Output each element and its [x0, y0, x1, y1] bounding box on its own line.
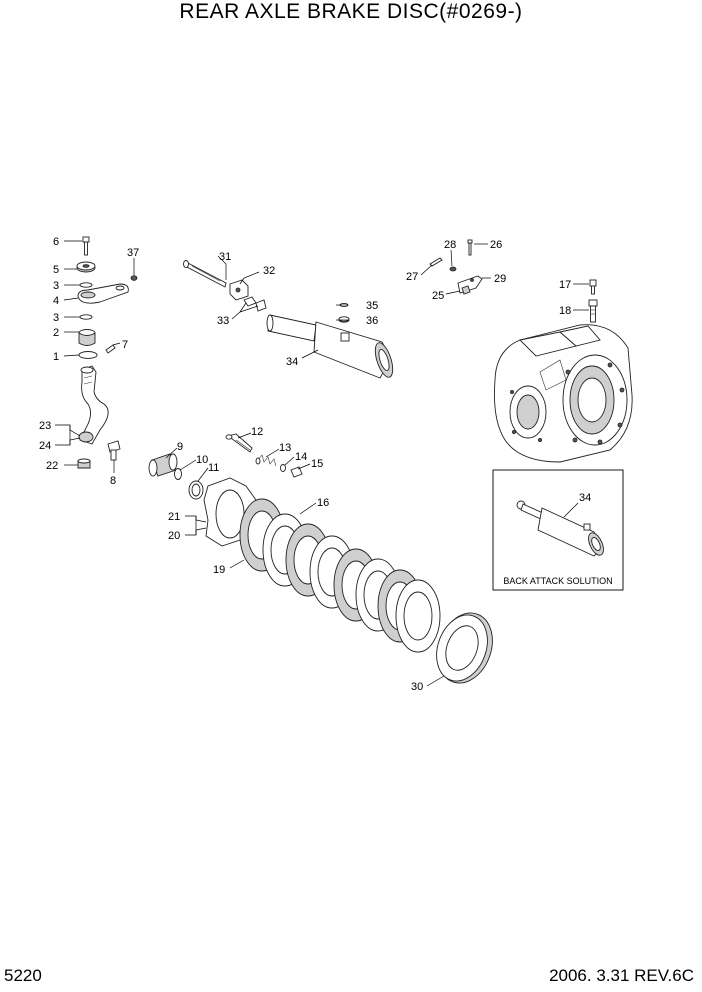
part-label-4: 4: [53, 295, 59, 307]
part-label-3a: 3: [53, 280, 59, 292]
part-label-8: 8: [110, 475, 116, 487]
part-label-18: 18: [559, 305, 571, 317]
part-label-1: 1: [53, 351, 59, 363]
inset-part-label-34: 34: [579, 492, 591, 504]
bracket-leaders: [420, 243, 491, 295]
part-label-6: 6: [53, 236, 59, 248]
part-label-21: 21: [168, 511, 180, 523]
part-label-29: 29: [494, 273, 506, 285]
part-label-12: 12: [251, 426, 263, 438]
part-label-11: 11: [208, 462, 219, 474]
part-label-34: 34: [286, 356, 298, 368]
part-label-26: 26: [490, 239, 502, 251]
part-label-28: 28: [444, 239, 456, 251]
part-label-9: 9: [177, 441, 183, 453]
part-label-22: 22: [46, 460, 58, 472]
part-label-14: 14: [295, 451, 307, 463]
housing-leaders: [573, 283, 589, 311]
part-label-23: 23: [39, 420, 51, 432]
brake-discs-drawing: [239, 498, 493, 684]
axle-housing-drawing: [494, 279, 633, 463]
part-label-19: 19: [213, 564, 225, 576]
part-labels: 6 5 3 4 3 2 1 7 37 23 24 22 8 31 32 33 3…: [39, 236, 613, 693]
part-label-36: 36: [366, 315, 378, 327]
bracket-assembly-drawing: [429, 239, 483, 295]
inset-caption: BACK ATTACK SOLUTION: [503, 576, 612, 586]
part-label-3b: 3: [53, 312, 59, 324]
left-leaders: [55, 240, 135, 473]
part-label-37: 37: [127, 247, 139, 259]
part-label-31: 31: [219, 251, 231, 263]
page-number: 5220: [4, 966, 42, 985]
part-label-33: 33: [217, 315, 229, 327]
part-label-10: 10: [196, 454, 208, 466]
brake-leaders: [165, 432, 445, 687]
part-label-2: 2: [53, 327, 59, 339]
left-assembly-drawing: [76, 236, 138, 469]
part-label-35: 35: [366, 300, 378, 312]
part-label-32: 32: [263, 265, 275, 277]
part-label-24: 24: [39, 440, 51, 452]
part-label-5: 5: [53, 264, 59, 276]
part-label-25: 25: [432, 290, 444, 302]
part-label-27: 27: [406, 271, 418, 283]
date-revision: 2006. 3.31 REV.6C: [549, 966, 694, 985]
page-title: REAR AXLE BRAKE DISC(#0269-): [179, 0, 523, 23]
cylinder-leaders: [217, 255, 349, 359]
part-label-13: 13: [279, 442, 291, 454]
inset-back-attack-solution: [492, 469, 624, 591]
part-label-16: 16: [317, 497, 329, 509]
part-label-7: 7: [122, 339, 128, 351]
part-label-20: 20: [168, 530, 180, 542]
part-label-30: 30: [411, 681, 423, 693]
part-label-17: 17: [559, 279, 571, 291]
part-label-15: 15: [311, 458, 323, 470]
